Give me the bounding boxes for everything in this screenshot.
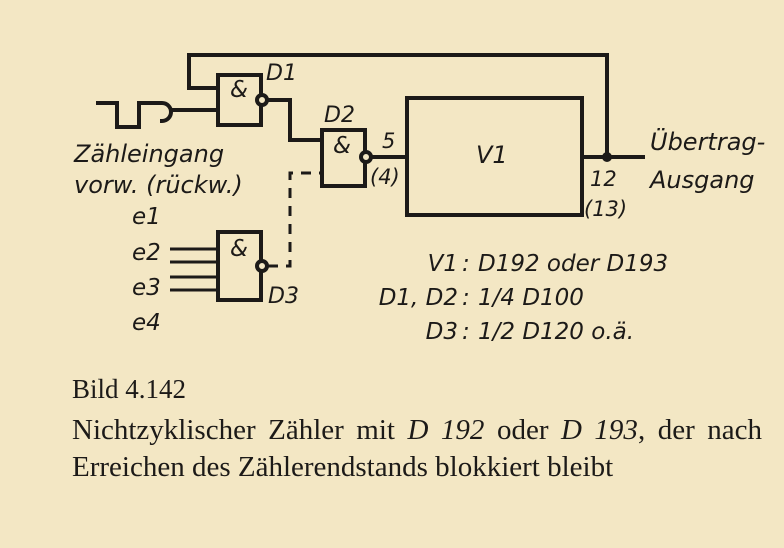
legend-key-v1: V1 xyxy=(428,251,458,277)
pin-in-main: 5 xyxy=(382,129,395,153)
input-e1: e1 xyxy=(132,204,161,230)
output-label-line1: Übertrag- xyxy=(650,127,765,156)
pin-in-alt: (4) xyxy=(370,165,400,189)
gate-d2-inverter-bubble xyxy=(359,150,373,164)
caption-text-3: , der nach Erreichen des Zählerendstands… xyxy=(72,414,762,483)
legend-colon-v1: : xyxy=(462,251,470,277)
input-e2: e2 xyxy=(132,240,161,266)
counter-v1 xyxy=(405,96,584,217)
gate-d1-symbol: & xyxy=(230,77,248,103)
gate-d1-inverter-bubble xyxy=(255,93,269,107)
input-connector xyxy=(159,100,173,124)
gate-d1-label: D1 xyxy=(266,61,297,86)
d3-to-d2-dashed-wire xyxy=(268,171,322,268)
legend-colon-d1d2: : xyxy=(462,285,470,311)
circuit-diagram: & & & D1 D2 D3 V1 5 (4) 12 (13) Zähleing… xyxy=(73,53,765,345)
gate-d2-symbol: & xyxy=(333,133,351,159)
input-label-line1: Zähleingang xyxy=(73,140,224,168)
caption-part-d193: D 193 xyxy=(560,414,638,446)
pin-out-alt: (13) xyxy=(584,197,627,221)
gate-d2-label: D2 xyxy=(324,103,355,128)
figure-number: Bild 4.142 xyxy=(72,374,187,404)
legend-value-d3: 1/2 D120 o.ä. xyxy=(478,319,634,345)
gate-d3-symbol: & xyxy=(230,236,248,262)
legend-colon-d3: : xyxy=(462,319,470,345)
legend-value-d1d2: 1/4 D100 xyxy=(478,285,584,311)
caption-part-d192: D 192 xyxy=(407,414,485,446)
input-label-line2: vorw. (rückw.) xyxy=(74,171,243,199)
figure-caption: Nichtzyklischer Zähler mit D 192 oder D … xyxy=(72,412,762,486)
gate-d3-label: D3 xyxy=(268,284,299,309)
input-e3: e3 xyxy=(132,275,161,301)
gate-d2 xyxy=(320,128,367,188)
feedback-wire xyxy=(187,53,609,159)
legend-value-v1: D192 oder D193 xyxy=(478,251,668,277)
caption-text-2: oder xyxy=(484,414,561,446)
junction-dot xyxy=(602,152,612,162)
legend-key-d1d2: D1, D2 xyxy=(379,285,458,311)
input-e4: e4 xyxy=(132,310,161,336)
gate-d3-inverter-bubble xyxy=(255,259,269,273)
legend-key-d3: D3 xyxy=(426,319,458,345)
input-pulse-symbol xyxy=(96,101,162,129)
output-label-line2: Ausgang xyxy=(648,166,755,194)
d1-to-d2-wire xyxy=(266,98,324,142)
pin-out-main: 12 xyxy=(590,167,617,191)
gate-d1 xyxy=(216,73,263,127)
counter-label: V1 xyxy=(476,141,508,169)
caption-text-1: Nichtzyklischer Zähler mit xyxy=(72,414,408,446)
